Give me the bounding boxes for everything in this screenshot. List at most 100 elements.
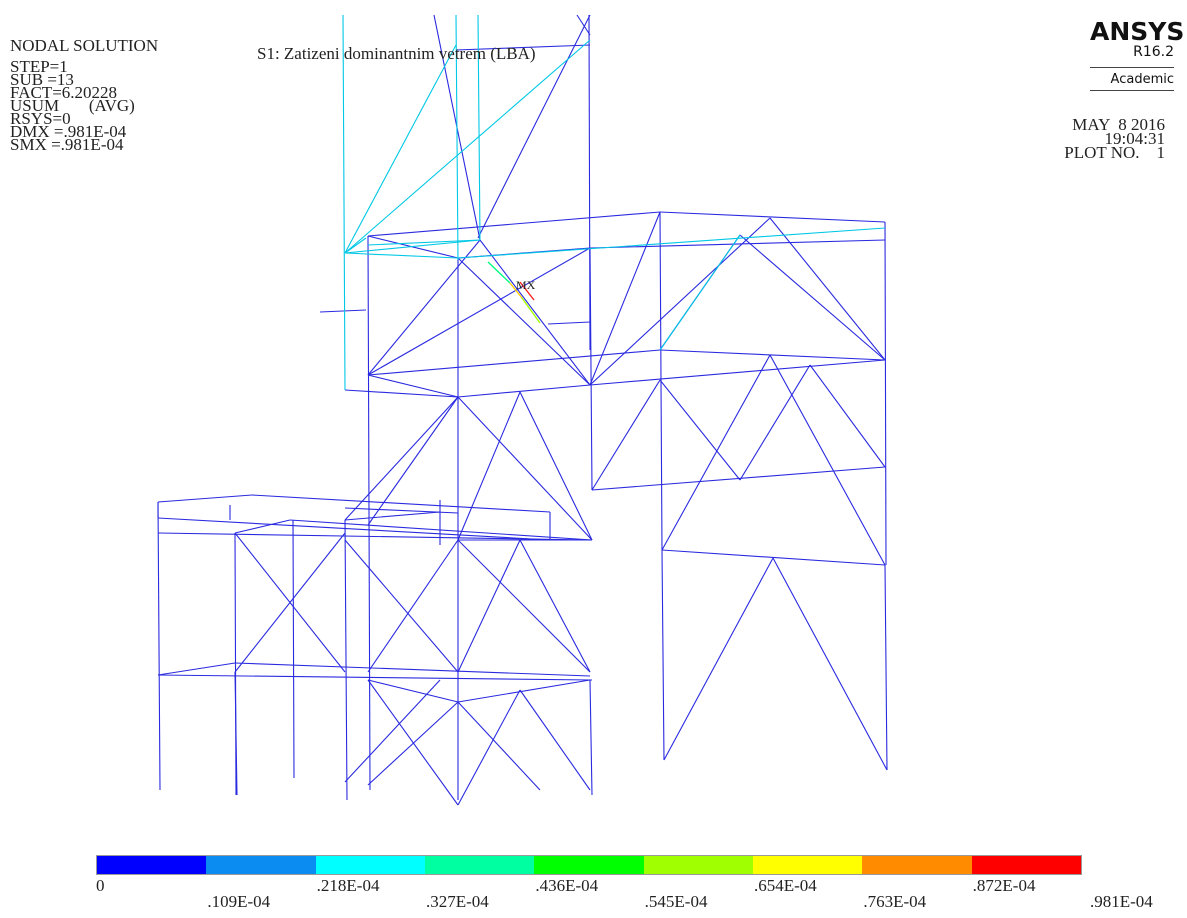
frame-member [367,235,371,791]
logo-brand: ANSYS [1090,17,1185,46]
frame-member [659,349,886,361]
frame-member [455,14,459,261]
legend-label: .218E-04 [316,876,380,895]
legend-swatch [206,856,316,874]
frame-member [457,227,886,259]
solution-type: NODAL SOLUTION [10,36,159,55]
logo-divider-bottom [1090,90,1174,91]
info-sub: SUB =13 [10,70,74,89]
frame-member [509,282,523,299]
legend-label: .109E-04 [207,892,271,911]
frame-member [367,701,459,786]
plot-number: PLOT NO. 1 [1064,143,1165,162]
date-info: MAY 8 2016 19:04:31 PLOT NO. 1 [1064,116,1165,162]
legend-swatch [534,856,644,874]
legend-label: .654E-04 [754,876,817,895]
info-step: STEP=1 [10,57,68,76]
frame-member [367,374,459,398]
frame-member [344,44,457,254]
frame-member [661,549,665,761]
legend-swatch [971,856,1081,874]
frame-member [457,701,541,791]
info-rsys: RSYS=0 [10,109,71,128]
frame-member [457,689,521,806]
frame-member [344,519,348,801]
frame-member [884,564,888,771]
frame-member [769,217,886,361]
legend-swatch [643,856,753,874]
legend-swatch [97,856,207,874]
frame-member [659,211,886,223]
info-smx: SMX =.981E-04 [10,135,124,154]
frame-member [367,239,481,376]
info-dmx: DMX =.981E-04 [10,122,127,141]
frame-member [344,239,481,254]
frame-member [739,364,811,481]
frame-member [367,239,481,246]
frame-member [234,662,591,677]
frame-member [157,501,161,791]
frame-member [589,359,886,386]
frame-member [457,384,591,398]
legend-label: .981E-04 [1090,892,1153,911]
frame-member [519,391,593,541]
frame-member [769,354,886,566]
frame-member [342,14,346,391]
frame-member [661,549,886,566]
plot-time: 19:04:31 [1104,129,1165,148]
logo-edition: Academic [1110,72,1174,87]
frame-member [234,671,238,796]
frame-member [234,532,346,673]
frame-member [661,354,771,551]
ansys-logo: ANSYS R16.2 Academic [1090,17,1185,91]
frame-member [659,379,741,481]
plot-title: S1: Zatizeni dominantnim vetrem (LBA) [257,44,536,63]
contour-legend-bar [96,855,1082,875]
frame-member [457,391,521,541]
legend-swatch [315,856,425,874]
frame-member [487,261,511,284]
frame-member [457,257,591,386]
frame-member [659,234,741,351]
frame-member [367,396,459,526]
frame-member [251,494,551,513]
solution-info: NODAL SOLUTION STEP=1 SUB =13 FACT=6.202… [10,36,159,154]
legend-swatch [424,856,535,874]
legend-label: .545E-04 [644,892,708,911]
frame-member [519,281,535,301]
frame-member [589,247,593,491]
frame-member [157,532,593,541]
frame-member [157,662,236,676]
frame-member [457,396,593,541]
frame-member [547,321,591,325]
frame-member [344,539,459,673]
frame-member [591,379,661,491]
frame-member [589,217,771,386]
info-usum: USUM (AVG) [10,96,135,115]
legend-label: 0 [96,876,105,895]
frame-member [884,221,887,566]
frame-member [289,519,593,541]
frame-member [367,539,459,673]
frame-member [157,517,551,541]
frame-member [477,14,591,239]
legend-label: .872E-04 [972,876,1036,895]
frame-member [519,689,591,791]
max-marker-label: MX [516,278,536,292]
frame-member [521,297,541,324]
frame-member [809,364,886,468]
frame-member [576,14,591,36]
frame-member [367,247,591,376]
frame-member [589,239,886,249]
frame-member [344,252,459,259]
frame-member [367,679,459,703]
info-fact: FACT=6.20228 [10,83,118,102]
frame-member [344,679,441,783]
frame-member [344,39,591,254]
frame-member [457,539,521,673]
frame-member [477,14,481,241]
frame-member [367,349,661,376]
frame-member [589,679,593,796]
logo-version: R16.2 [1133,44,1174,60]
